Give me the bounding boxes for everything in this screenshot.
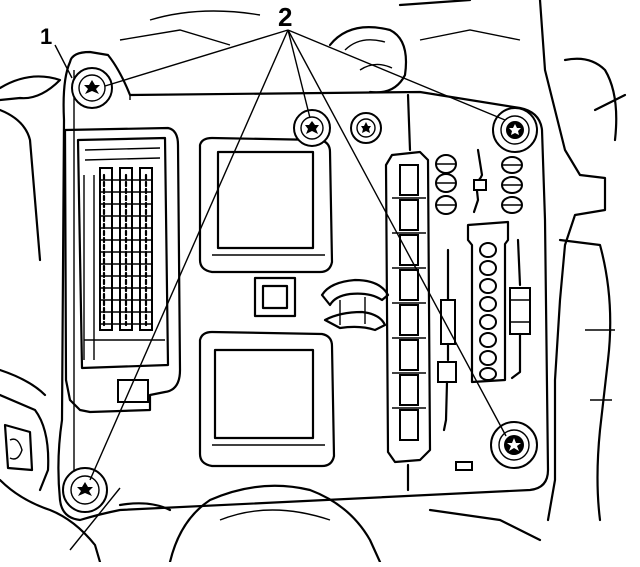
connector-pins bbox=[99, 167, 153, 331]
screw-bottom-left bbox=[62, 467, 108, 513]
screw-bottom-right bbox=[490, 421, 538, 469]
screw-top-right bbox=[492, 107, 538, 153]
relay-clip bbox=[320, 278, 390, 332]
fuse-box-housing bbox=[57, 50, 550, 522]
fuse-cluster-top bbox=[435, 148, 523, 215]
relay-upper bbox=[198, 136, 334, 274]
small-tab bbox=[455, 461, 473, 471]
screw-top-center bbox=[293, 109, 331, 147]
screw-top-left bbox=[71, 67, 113, 109]
left-connector bbox=[63, 126, 182, 414]
leader-lines bbox=[54, 29, 507, 551]
fuse-column bbox=[466, 220, 510, 384]
callout-2: 2 bbox=[278, 2, 292, 32]
diode-component-left bbox=[437, 248, 457, 432]
diode-component-right bbox=[509, 238, 531, 380]
screw-top-middle bbox=[350, 112, 382, 144]
relay-small bbox=[253, 276, 297, 318]
callout-1: 1 bbox=[40, 24, 52, 49]
fuse-strip bbox=[384, 93, 432, 492]
relay-lower bbox=[198, 330, 336, 468]
